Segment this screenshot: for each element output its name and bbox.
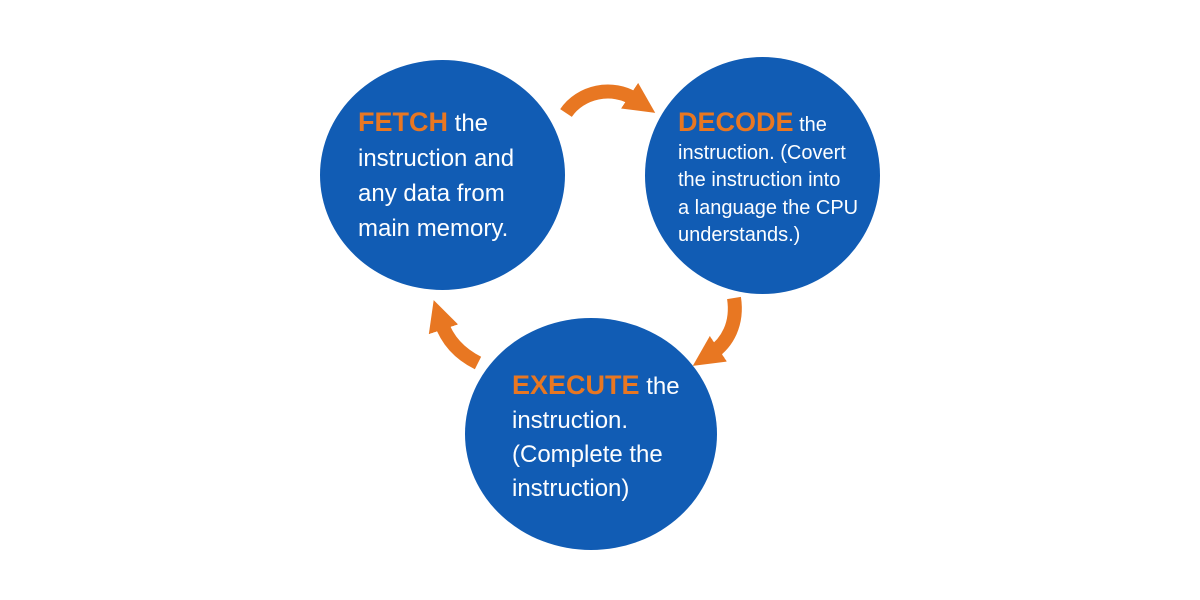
execute-node: EXECUTE the instruction. (Complete the i… bbox=[465, 318, 717, 550]
decode-node: DECODE the instruction. (Covert the inst… bbox=[645, 57, 880, 294]
execute-description: the instruction. (Complete the instructi… bbox=[512, 373, 680, 502]
execute-node-text: EXECUTE the instruction. (Complete the i… bbox=[512, 368, 700, 506]
arrow-decode-to-execute-icon bbox=[692, 296, 742, 366]
fetch-node: FETCH the instruction and any data from … bbox=[320, 60, 565, 290]
fetch-node-text: FETCH the instruction and any data from … bbox=[358, 105, 546, 246]
decode-keyword: DECODE bbox=[678, 107, 794, 137]
arrow-execute-to-fetch-icon bbox=[428, 300, 482, 370]
fetch-keyword: FETCH bbox=[358, 107, 448, 137]
execute-keyword: EXECUTE bbox=[512, 370, 640, 400]
fetch-description: the instruction and any data from main m… bbox=[358, 110, 515, 242]
decode-description: the instruction. (Covert the instruction… bbox=[678, 114, 859, 246]
decode-node-text: DECODE the instruction. (Covert the inst… bbox=[678, 107, 868, 250]
arrow-fetch-to-decode-icon bbox=[560, 82, 656, 118]
